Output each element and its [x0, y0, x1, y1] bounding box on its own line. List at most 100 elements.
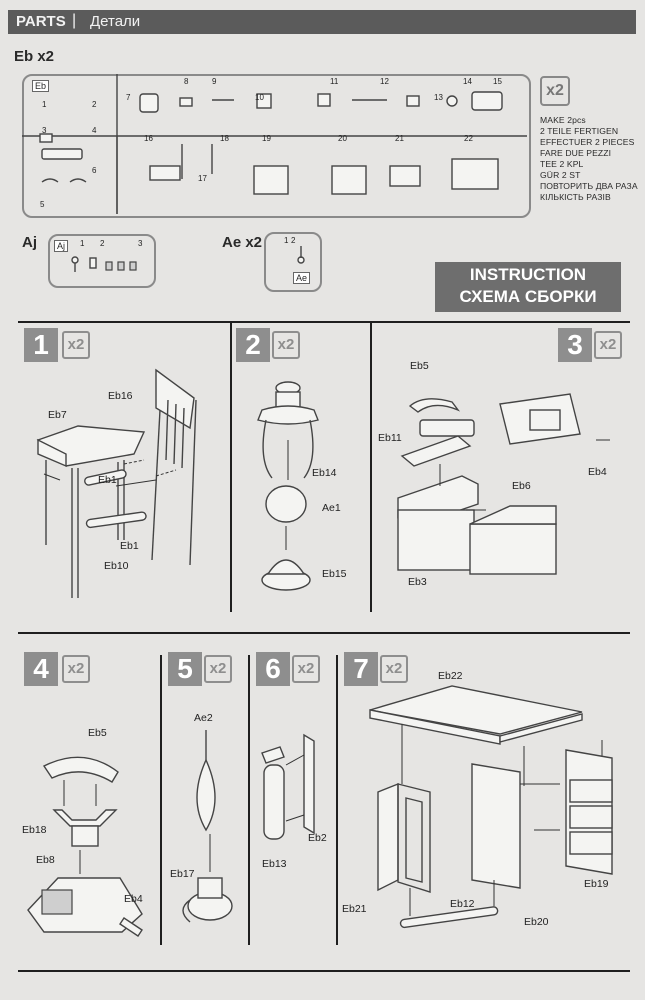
step-3-multiplier: x2: [594, 331, 622, 359]
step-3-label-eb3: Eb3: [408, 576, 427, 588]
step-5-label-eb17: Eb17: [170, 868, 195, 880]
sprue-eb-num-20: 20: [338, 134, 347, 143]
sprue-eb-num-1: 1: [42, 100, 47, 109]
sprue-aj-num-2: 2: [100, 239, 105, 248]
sprue-ae-tag: Ae: [293, 272, 311, 284]
sprue-eb-parts-drawing: [22, 74, 527, 214]
step-4-label-eb8: Eb8: [36, 854, 55, 866]
make-line: GÜR 2 ST: [540, 170, 581, 180]
step-1-label-eb16: Eb16: [108, 390, 133, 402]
step-5-lamp-drawing: [182, 730, 233, 923]
make-line: TEE 2 KPL: [540, 159, 584, 169]
step-7-label-eb21: Eb21: [342, 903, 367, 915]
make-line: 2 TEILE FERTIGEN: [540, 126, 619, 136]
step-3-label-eb4: Eb4: [588, 466, 607, 478]
sprue-ae-frame: [264, 232, 322, 292]
sprue-eb-num-4: 4: [92, 126, 97, 135]
step-7-label-eb20: Eb20: [524, 916, 549, 928]
step-7-label-eb12: Eb12: [450, 898, 475, 910]
step-2-label-ae1: Ae1: [322, 502, 341, 514]
sprue-eb-num-22: 22: [464, 134, 473, 143]
step-3-label-eb5: Eb5: [410, 360, 429, 372]
sprue-eb-title: Eb x2: [14, 48, 55, 65]
step-7-number: 7: [344, 652, 378, 686]
sprue-eb-tag: Eb: [32, 80, 50, 92]
step-1-label-eb1-bottom: Eb1: [120, 540, 139, 552]
sprue-eb-num-14: 14: [463, 77, 472, 86]
make-line: КІЛЬКІСТЬ РАЗІВ: [540, 192, 611, 202]
sprue-ae-parts-drawing: [297, 246, 305, 264]
step-6-extinguisher-drawing: [261, 733, 315, 840]
step-5-multiplier: x2: [204, 655, 232, 683]
sprue-ae-title: Ae x2: [222, 234, 263, 251]
sprue-aj-tag: Aj: [54, 240, 69, 252]
step-1-number: 1: [24, 328, 58, 362]
sprue-eb-num-19: 19: [262, 134, 271, 143]
step-7-desk-drawing: [369, 685, 613, 929]
step-1-label-eb10: Eb10: [104, 560, 129, 572]
sprue-ae-num-2: 2: [291, 236, 296, 245]
sprue-aj-num-3: 3: [138, 239, 143, 248]
sprue-eb-num-5: 5: [40, 200, 45, 209]
step-1-chair-drawing: [36, 368, 197, 598]
sprue-eb-frame: [22, 74, 531, 218]
step-6-multiplier: x2: [292, 655, 320, 683]
step-1-label-eb7: Eb7: [48, 409, 67, 421]
sprue-eb-num-7: 7: [126, 93, 131, 102]
parts-title: PARTS: [16, 13, 66, 30]
step-4-label-eb5: Eb5: [88, 727, 107, 739]
sprue-eb-num-2: 2: [92, 100, 97, 109]
divider: [230, 322, 232, 612]
step-4-number: 4: [24, 652, 58, 686]
sprue-eb-num-6: 6: [92, 166, 97, 175]
make-line: ПОВТОРИТЬ ДВА РАЗА: [540, 181, 638, 191]
step-4-label-eb4: Eb4: [124, 893, 143, 905]
step-5-label-ae2: Ae2: [194, 712, 213, 724]
step-3-telephone-box-drawing: [397, 393, 610, 575]
step-7-label-eb22: Eb22: [438, 670, 463, 682]
divider: [160, 655, 162, 945]
divider: [18, 970, 630, 972]
step-1-multiplier: x2: [62, 331, 90, 359]
divider: [248, 655, 250, 945]
sprue-eb-num-8: 8: [184, 77, 189, 86]
sprue-eb-num-12: 12: [380, 77, 389, 86]
instruction-title-ru: СХЕМА СБОРКИ: [459, 287, 597, 306]
step-2-lamp-drawing: [257, 381, 319, 591]
step-3-number: 3: [558, 328, 592, 362]
make-line: EFFECTUER 2 PIECES: [540, 137, 635, 147]
step-3-label-eb6: Eb6: [512, 480, 531, 492]
divider: [370, 322, 372, 612]
sprue-eb-num-9: 9: [212, 77, 217, 86]
instruction-banner: INSTRUCTION СХЕМА СБОРКИ: [435, 262, 621, 312]
parts-title-ru: Детали: [90, 13, 141, 30]
step-7-label-eb19: Eb19: [584, 878, 609, 890]
sprue-eb-num-11: 11: [330, 77, 339, 86]
sprue-eb-num-13: 13: [434, 93, 443, 102]
step-2-number: 2: [236, 328, 270, 362]
step-2-label-eb15: Eb15: [322, 568, 347, 580]
sprue-eb-multiplier: x2: [540, 76, 570, 106]
step-4-multiplier: x2: [62, 655, 90, 683]
divider: [336, 655, 338, 945]
step-6-number: 6: [256, 652, 290, 686]
header-separator: |: [72, 12, 77, 29]
sprue-eb-num-21: 21: [395, 134, 404, 143]
divider: [18, 632, 630, 634]
sprue-eb-num-10: 10: [255, 93, 264, 102]
sprue-aj-title: Aj: [22, 234, 37, 251]
step-2-label-eb14: Eb14: [312, 467, 337, 479]
make-instructions: MAKE 2pcs 2 TEILE FERTIGEN EFFECTUER 2 P…: [540, 115, 638, 203]
step-1-label-eb1-top: Eb1: [98, 474, 117, 486]
sprue-eb-num-16: 16: [144, 134, 153, 143]
divider: [18, 321, 630, 323]
step-5-number: 5: [168, 652, 202, 686]
instruction-title: INSTRUCTION: [469, 265, 587, 284]
sprue-ae-num-1: 1: [284, 236, 289, 245]
make-line: MAKE 2pcs: [540, 115, 586, 125]
sprue-eb-num-3: 3: [42, 126, 47, 135]
parts-header: PARTS | Детали: [8, 10, 636, 34]
step-2-multiplier: x2: [272, 331, 300, 359]
sprue-eb-num-18: 18: [220, 134, 229, 143]
sprue-eb-num-17: 17: [198, 174, 207, 183]
